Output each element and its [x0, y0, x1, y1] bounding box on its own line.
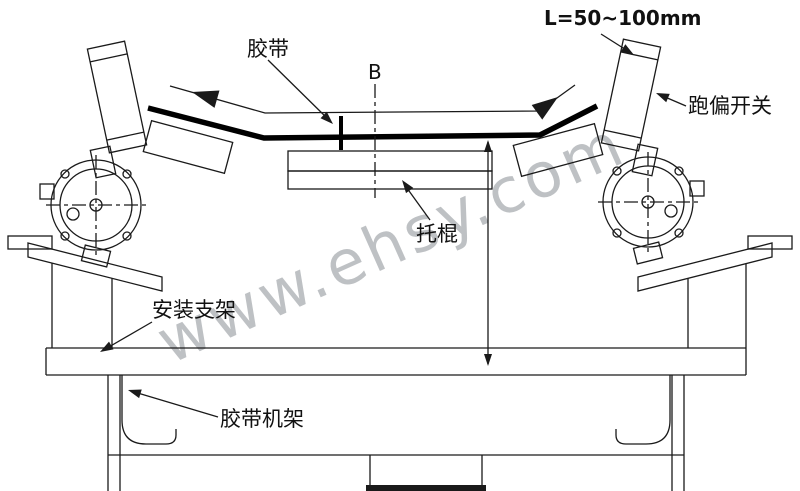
label-belt: 胶带	[247, 37, 289, 61]
left-support-leg	[51, 263, 113, 348]
leader-dimension	[600, 33, 634, 55]
label-idler: 托棍	[416, 222, 458, 246]
left-mounting-plate	[7, 235, 163, 292]
leader-belt	[267, 59, 333, 124]
belt-direction-arrow-left	[192, 90, 220, 108]
right-support-leg	[687, 264, 747, 348]
belt-line	[147, 103, 599, 141]
leader-idler	[402, 180, 431, 221]
mounting-bracket-beam	[45, 347, 747, 376]
label-belt-frame: 胶带机架	[220, 407, 304, 431]
belt-direction-arrow-right	[531, 97, 558, 120]
leader-mounting-bracket	[100, 321, 153, 352]
belt-top-outline	[169, 84, 576, 120]
left-switch-body	[39, 155, 146, 268]
right-mounting-plate	[637, 235, 793, 292]
leader-deviation-switch	[656, 93, 687, 107]
label-dimension-l: L=50~100mm	[544, 6, 702, 30]
label-section-b: B	[368, 60, 382, 84]
label-deviation-switch: 跑偏开关	[688, 94, 772, 118]
right-switch-body	[598, 152, 705, 265]
watermark-text: www.ehsy.com	[146, 107, 636, 379]
side-idler-right	[512, 122, 604, 178]
idler-assembly	[287, 150, 493, 190]
side-idler-left	[142, 119, 234, 175]
conveyor-frame	[107, 375, 685, 491]
leader-belt-frame	[128, 389, 219, 418]
right-switch-roller	[600, 38, 662, 177]
dimension-line-vertical	[484, 140, 492, 366]
left-switch-roller	[86, 40, 148, 179]
label-mounting-bracket: 安装支架	[152, 298, 236, 322]
